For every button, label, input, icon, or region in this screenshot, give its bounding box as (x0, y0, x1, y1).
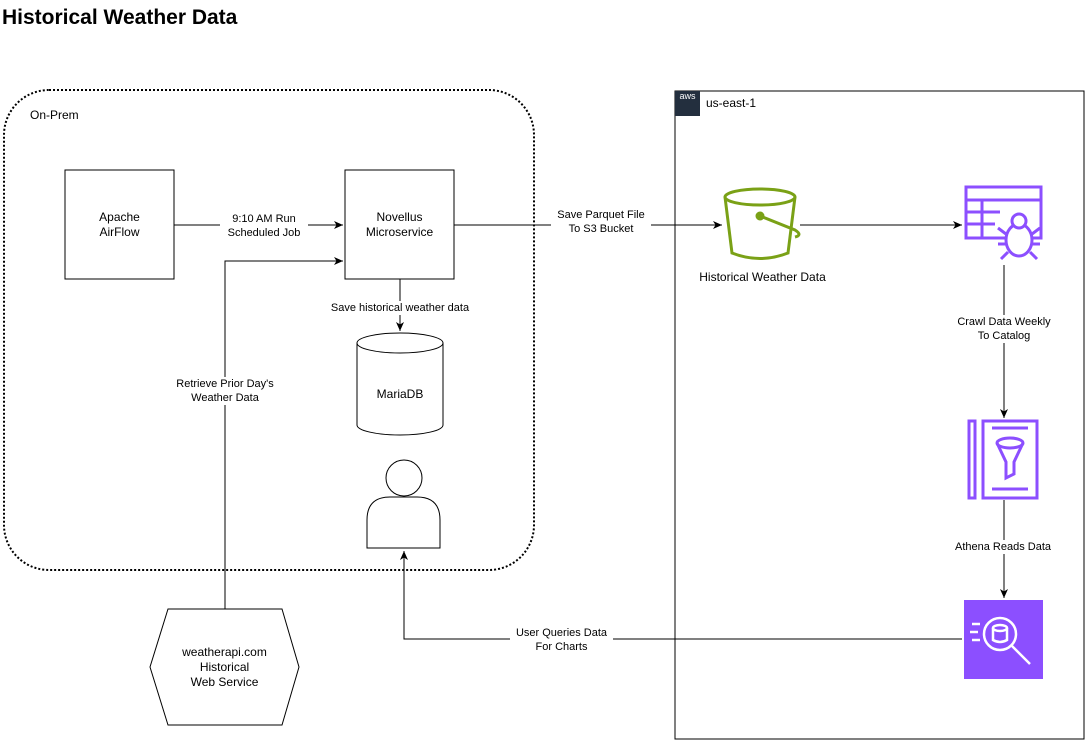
aws-logo: aws (675, 91, 700, 116)
edge-athena-to-user (400, 551, 962, 640)
edge-label-airflow-to-novellus: 9:10 AM Run Scheduled Job (220, 212, 308, 240)
athena-icon[interactable] (964, 600, 1043, 679)
glue-crawler-icon[interactable] (964, 185, 1043, 261)
edge-label-weatherapi-to-novellus: Retrieve Prior Day's Weather Data (168, 377, 282, 405)
page-title: Historical Weather Data (2, 6, 238, 29)
weatherapi-node[interactable] (149, 608, 300, 726)
glue-data-catalog-icon[interactable] (967, 419, 1039, 500)
edge-label-catalog-to-athena: Athena Reads Data (950, 540, 1056, 554)
mariadb-node[interactable] (356, 332, 444, 436)
s3-bucket-label: Historical Weather Data (699, 270, 826, 284)
airflow-node[interactable] (64, 169, 175, 280)
aws-region-label: us-east-1 (706, 96, 757, 110)
edge-weatherapi-to-novellus (224, 257, 343, 609)
airflow-label: Apache AirFlow (99, 210, 140, 239)
edge-label-novellus-to-s3: Save Parquet File To S3 Bucket (551, 208, 651, 236)
weatherapi-label: weatherapi.com Historical Web Service (182, 645, 267, 689)
on-prem-label: On-Prem (30, 108, 79, 122)
on-prem-group (3, 89, 535, 571)
edge-label-crawler-to-catalog: Crawl Data Weekly To Catalog (951, 315, 1057, 343)
edge-label-athena-to-user: User Queries Data For Charts (510, 626, 613, 654)
novellus-label: Novellus Microservice (365, 210, 434, 239)
user-icon (366, 459, 441, 549)
s3-bucket-icon[interactable] (723, 187, 801, 260)
mariadb-label: MariaDB (376, 387, 424, 401)
edge-label-novellus-to-mariadb: Save historical weather data (326, 301, 474, 315)
aws-region-group (674, 90, 1085, 740)
